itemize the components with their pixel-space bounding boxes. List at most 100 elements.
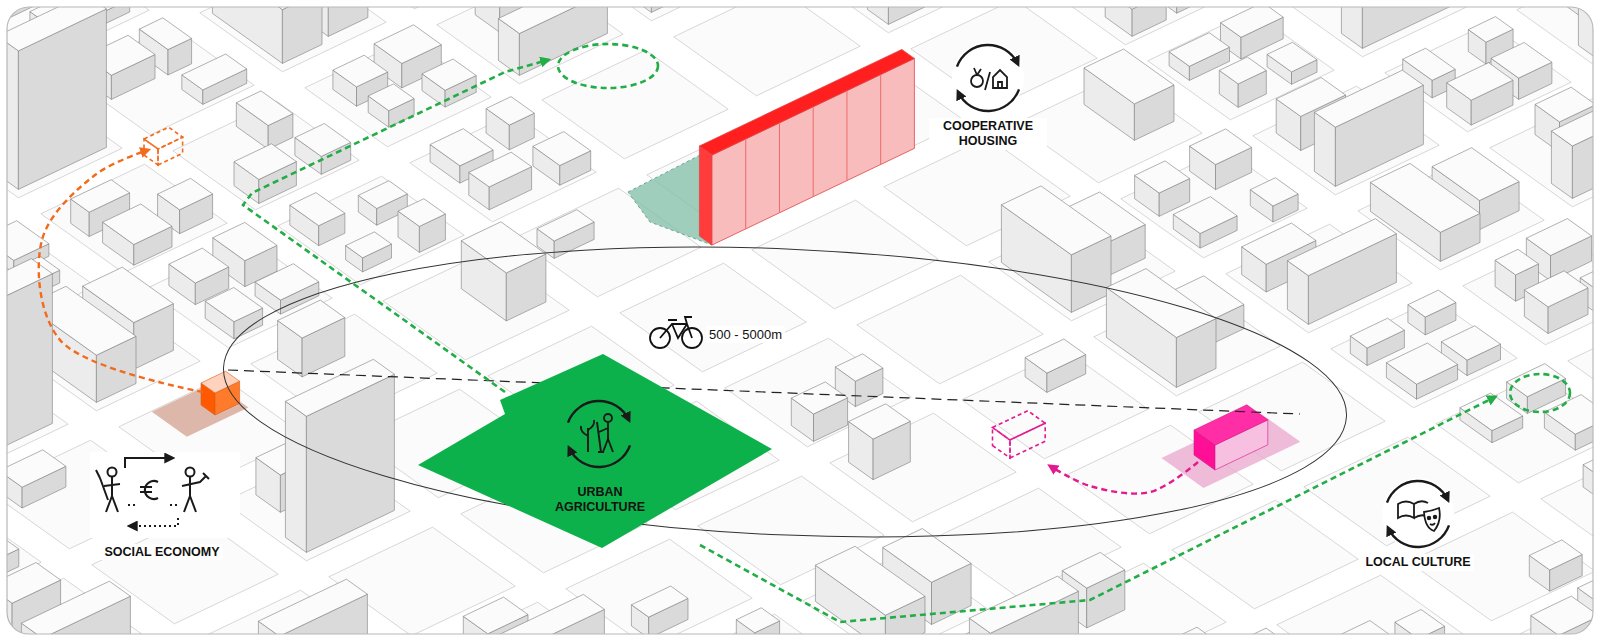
building-roof (430, 129, 493, 166)
building-roof (486, 97, 534, 126)
node-label: COOPERATIVE HOUSING (929, 118, 1047, 150)
building-front (158, 137, 183, 165)
street-block (752, 200, 938, 309)
building-roof (1526, 219, 1591, 256)
building (1287, 219, 1396, 325)
building-roof (1001, 186, 1111, 255)
building (1106, 269, 1216, 388)
building-roof (1408, 290, 1456, 317)
bicycle-icon (650, 317, 702, 348)
building-roof (1544, 395, 1593, 435)
illustration-part (604, 414, 612, 422)
building (1341, 7, 1450, 48)
street-block (278, 176, 464, 285)
building-roof (144, 127, 183, 149)
building (21, 581, 130, 634)
building-roof (537, 210, 594, 241)
building (278, 300, 345, 377)
building (290, 193, 345, 246)
building-roof (1583, 444, 1593, 482)
local-culture-node: LOCAL CULTURE (1358, 474, 1477, 571)
building (631, 586, 688, 634)
building (346, 232, 392, 272)
building-front (282, 7, 322, 63)
building-side (699, 146, 712, 245)
building (1157, 627, 1267, 634)
building (1267, 42, 1317, 84)
building-roof (205, 288, 262, 322)
building (182, 54, 247, 104)
label-text: SOCIAL ECONOMY (101, 544, 222, 560)
building-side (212, 7, 282, 63)
street-blocks (7, 7, 1593, 634)
building-roof (1350, 318, 1404, 348)
building-roof (21, 581, 130, 634)
building (1551, 89, 1593, 198)
building-roof (498, 7, 607, 34)
building (1025, 339, 1086, 392)
building-side (1105, 7, 1132, 36)
street-block (1226, 224, 1412, 333)
building-roof (1531, 596, 1593, 634)
cycle-arrows (563, 398, 635, 470)
illustration-part (130, 518, 178, 526)
building-roof (1370, 163, 1480, 232)
street-block (1463, 236, 1593, 345)
street-block (1277, 575, 1463, 634)
building-front (1362, 7, 1450, 48)
building (1524, 271, 1588, 334)
building (1395, 610, 1445, 635)
building-roof (1173, 197, 1237, 234)
distance-line (228, 370, 1300, 414)
building-side (630, 7, 651, 12)
building-roof (7, 221, 49, 261)
illustration-part (125, 458, 172, 468)
urban-agriculture-area: URBAN AGRICULTURE (418, 352, 774, 550)
building-front (651, 7, 739, 12)
building-roof (295, 124, 351, 157)
building (1219, 57, 1266, 107)
building-roof (290, 193, 345, 226)
building (1578, 7, 1593, 60)
building (103, 204, 172, 265)
building-roof (1314, 70, 1423, 127)
building-roof (7, 7, 106, 51)
building (1001, 186, 1111, 313)
building-roof (236, 91, 293, 126)
building-roof (333, 55, 388, 87)
building-roof (461, 222, 546, 273)
building-roof (1386, 343, 1457, 384)
facade-line (880, 75, 881, 165)
illustration-part (128, 504, 178, 506)
building-roof (1460, 393, 1523, 431)
facade-line (813, 107, 814, 197)
building-side (993, 428, 1011, 459)
building (736, 608, 779, 634)
facade-line (779, 123, 780, 213)
illustration-part (186, 468, 195, 477)
housing-glyph (971, 68, 1007, 90)
building-front (712, 58, 914, 245)
building-roof (1495, 249, 1538, 275)
building (1250, 178, 1298, 222)
building (461, 222, 546, 321)
overlays (39, 44, 1570, 622)
building-front (1010, 423, 1045, 458)
building-roof (1403, 48, 1456, 80)
street-block (830, 413, 1016, 522)
illustration-part (90, 452, 240, 538)
illustration-part (971, 75, 983, 87)
building (1544, 395, 1593, 451)
building (368, 84, 414, 127)
building (205, 288, 262, 339)
building (7, 7, 106, 189)
building (1135, 161, 1190, 216)
building-roof (213, 222, 277, 260)
illustration-part (660, 317, 692, 338)
building-roof (849, 404, 911, 439)
building-front (1177, 7, 1220, 13)
building-roof (1524, 271, 1588, 307)
label-text: 500 - 5000m (706, 326, 785, 343)
cooperative-housing-node: COOPERATIVE HOUSING (925, 38, 1051, 150)
green-route (700, 397, 1495, 622)
